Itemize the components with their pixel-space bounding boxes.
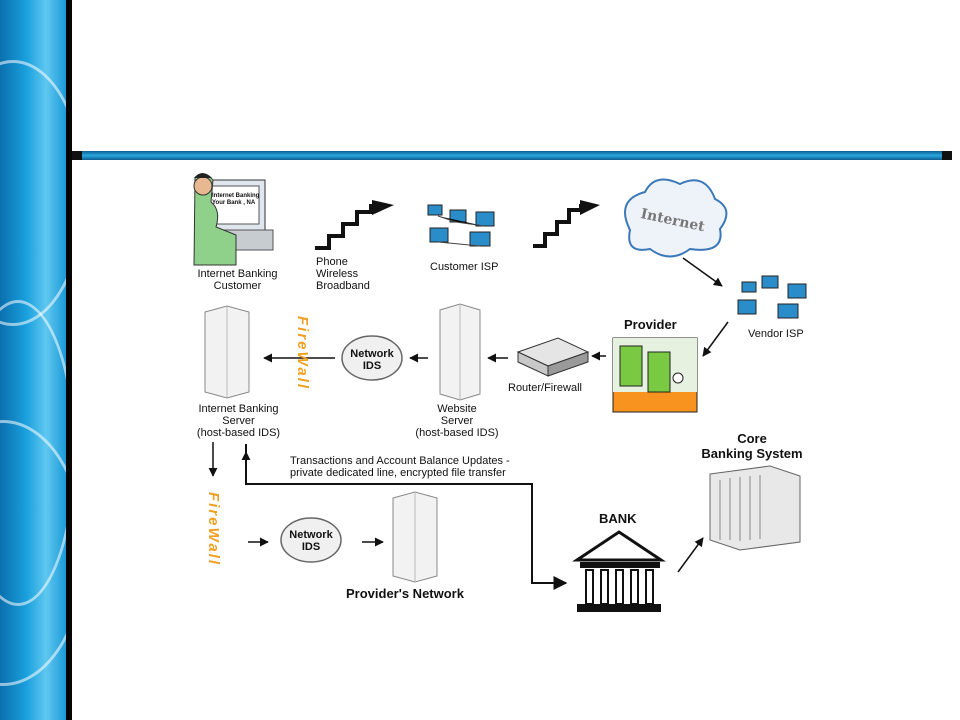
customer-label: Internet Banking Customer	[197, 268, 278, 292]
network-ids-bottom-label: Network IDS	[289, 529, 333, 553]
provider-datacenter-icon	[612, 337, 698, 413]
ib-server-label: Internet Banking Server (host-based IDS)	[196, 403, 281, 439]
customer-isp-icon	[427, 204, 495, 247]
steps-arrow-icon	[533, 200, 600, 248]
core-banking-label: Core Banking System	[701, 431, 803, 461]
divider-cap-left	[72, 151, 82, 160]
router-firewall-label: Router/Firewall	[508, 382, 582, 394]
network-ids-bottom-icon	[280, 517, 342, 563]
bank-building-icon	[572, 530, 666, 612]
phone-wireless-steps-icon	[315, 200, 394, 250]
providers-network-label: Provider's Network	[346, 586, 464, 601]
ib-server-icon	[204, 305, 250, 399]
internet-cloud-icon: Internet	[624, 178, 728, 258]
network-ids-top-label: Network IDS	[350, 348, 394, 372]
vendor-isp-icon	[737, 275, 807, 319]
firewall-top-label: FireWall	[294, 316, 311, 391]
decorative-side-band	[0, 0, 66, 720]
flow-arrows	[208, 257, 729, 590]
website-server-icon	[439, 303, 481, 401]
customer-computer-icon	[193, 173, 274, 266]
vendor-isp-label: Vendor ISP	[748, 328, 804, 340]
title-divider	[72, 151, 952, 160]
bank-label: BANK	[599, 511, 637, 526]
providers-network-server-icon	[392, 491, 438, 583]
customer-isp-label: Customer ISP	[430, 261, 499, 273]
screen-text: Internet Banking Your Bank , NA	[212, 193, 260, 206]
provider-label: Provider	[624, 317, 677, 332]
divider-cap-right	[942, 151, 952, 160]
core-banking-rack-icon	[709, 465, 801, 551]
website-server-label: Website Server (host-based IDS)	[415, 403, 499, 439]
phone-wireless-label: Phone Wireless Broadband	[316, 256, 370, 292]
router-firewall-icon	[516, 337, 590, 377]
network-ids-top-icon	[341, 335, 403, 381]
firewall-bottom-label: FireWall	[205, 492, 222, 567]
side-band-edge	[66, 0, 72, 720]
transactions-label: Transactions and Account Balance Updates…	[290, 455, 510, 479]
